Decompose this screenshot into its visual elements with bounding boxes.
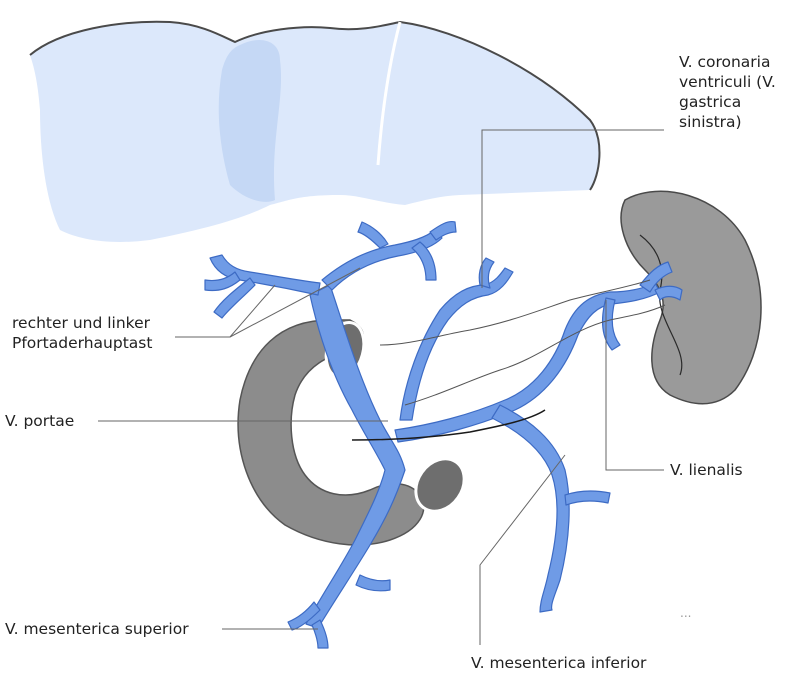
label-v-lienalis: V. lienalis <box>670 460 743 480</box>
liver-caudate-lobe <box>219 40 281 202</box>
inferior-mesenteric-vein <box>492 405 569 612</box>
coronary-vein <box>400 268 513 420</box>
label-pfortaderhauptast: rechter und linker Pfortaderhauptast <box>12 313 182 353</box>
right-hepatic-branch <box>210 255 320 295</box>
label-v-mesenterica-inferior: V. mesenterica inferior <box>471 653 646 673</box>
leader-mes-inf <box>480 455 565 645</box>
label-v-portae: V. portae <box>5 411 74 431</box>
label-v-mesenterica-superior: V. mesenterica superior <box>5 619 189 639</box>
liver <box>30 22 599 242</box>
corner-mark: ... <box>680 603 691 623</box>
label-v-coronaria-ventriculi: V. coronaria ventriculi (V. gastrica sin… <box>679 52 783 132</box>
leader-lienalis <box>606 300 664 470</box>
